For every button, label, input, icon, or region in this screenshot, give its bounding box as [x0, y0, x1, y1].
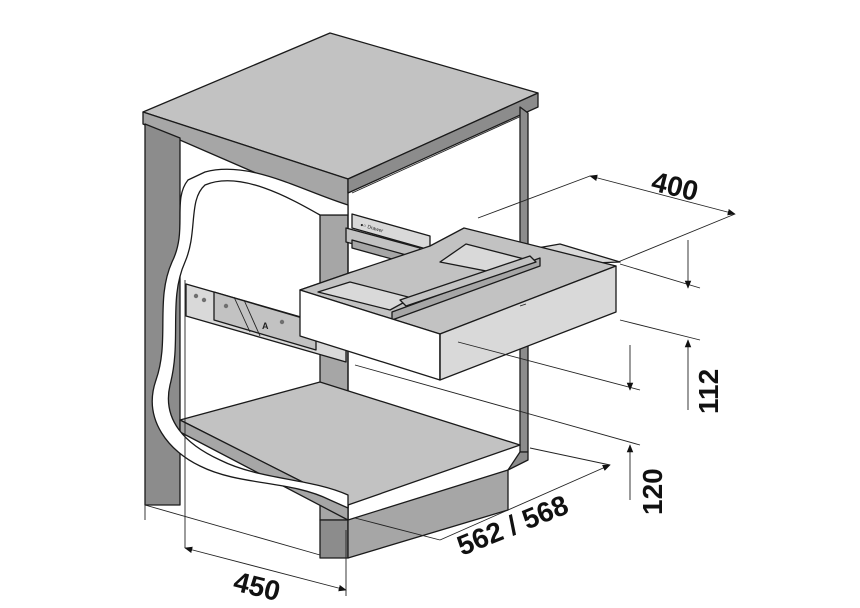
countertop [142, 32, 539, 214]
dimension-400-label: 400 [649, 166, 702, 207]
dimension-lines [184, 174, 736, 596]
dimension-112-label: 112 [693, 369, 724, 414]
plate-mark-label: A [262, 321, 269, 331]
cutaway-wave [151, 168, 349, 548]
drawer [299, 227, 621, 381]
dimension-120-label: 120 [637, 468, 668, 515]
mounting-plate: A [185, 283, 347, 363]
